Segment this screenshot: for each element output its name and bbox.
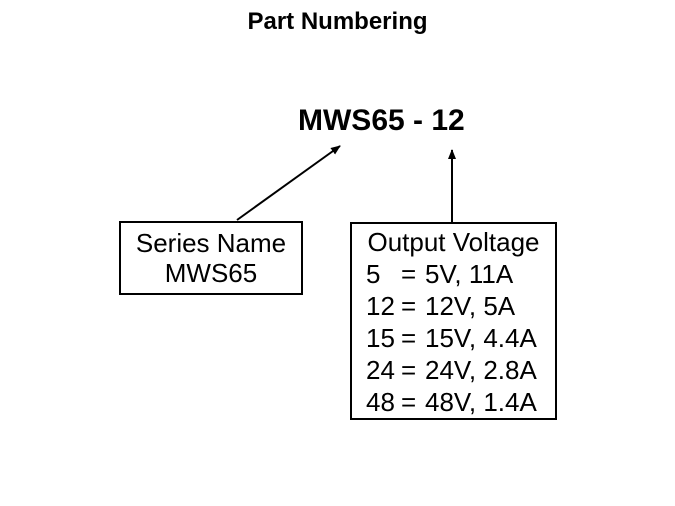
series-box-title: Series Name bbox=[135, 228, 287, 258]
voltage-code: 12 bbox=[366, 291, 395, 321]
diagram-title: Part Numbering bbox=[247, 8, 428, 35]
voltage-row: 24= 24V, 2.8A bbox=[352, 354, 555, 386]
output-voltage-box: Output Voltage 5=5V, 11A 12=12V, 5A 15=1… bbox=[350, 222, 557, 420]
voltage-row: 12= 12V, 5A bbox=[352, 290, 555, 322]
equals-sign: = bbox=[401, 259, 417, 289]
voltage-row: 15= 15V, 4.4A bbox=[352, 322, 555, 354]
voltage-value: 15V, 4.4A bbox=[425, 323, 537, 353]
voltage-value: 5V, 11A bbox=[425, 259, 514, 289]
voltage-code: 48 bbox=[366, 387, 395, 417]
voltage-row: 48= 48V, 1.4A bbox=[352, 386, 555, 418]
equals-sign: = bbox=[401, 323, 417, 353]
equals-sign: = bbox=[401, 291, 417, 321]
voltage-code: 24 bbox=[366, 355, 395, 385]
voltage-box-title: Output Voltage bbox=[367, 227, 540, 257]
part-number-text: MWS65 - 12 bbox=[298, 104, 465, 137]
voltage-value: 24V, 2.8A bbox=[425, 355, 537, 385]
voltage-code: 5 bbox=[366, 259, 381, 289]
series-box-value: MWS65 bbox=[164, 258, 258, 288]
voltage-value: 48V, 1.4A bbox=[425, 387, 537, 417]
voltage-code: 15 bbox=[366, 323, 395, 353]
equals-sign: = bbox=[401, 387, 417, 417]
voltage-value: 12V, 5A bbox=[425, 291, 516, 321]
series-name-box: Series Name MWS65 bbox=[119, 221, 303, 295]
equals-sign: = bbox=[401, 355, 417, 385]
voltage-row: 5 = 5V, 11A bbox=[352, 258, 555, 290]
series-name-arrow bbox=[236, 145, 341, 221]
